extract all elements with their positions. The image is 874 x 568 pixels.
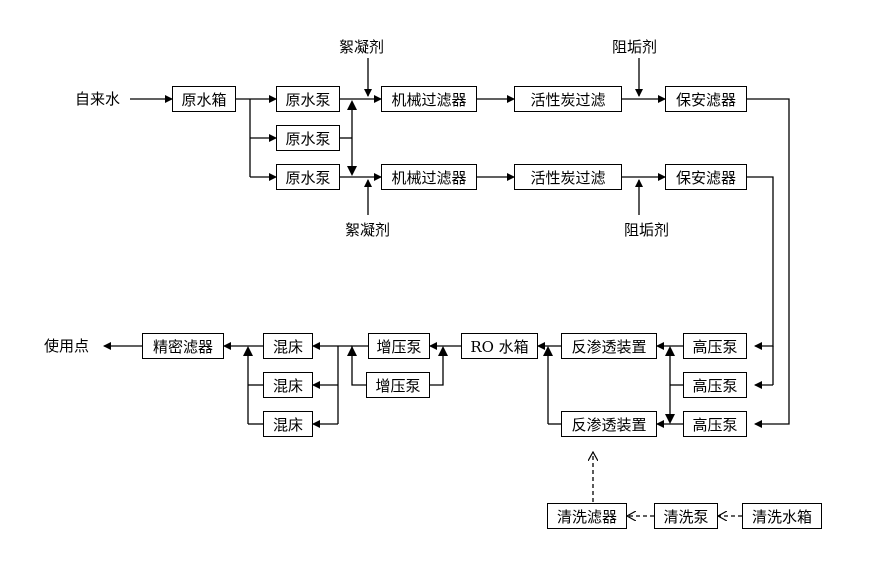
- security-filter-1-box: 保安滤器: [665, 86, 747, 112]
- precision-filter-box: 精密滤器: [142, 333, 224, 359]
- raw-water-pump-3-box: 原水泵: [276, 164, 340, 190]
- cleaning-water-tank-box: 清洗水箱: [742, 503, 822, 529]
- raw-water-pump-1-box: 原水泵: [276, 86, 340, 112]
- ro-water-tank-box: RO 水箱: [461, 333, 538, 359]
- carbon-filter-1-box: 活性炭过滤: [514, 86, 622, 112]
- flocculant-bottom-label: 絮凝剂: [345, 221, 391, 239]
- carbon-filter-2-box: 活性炭过滤: [514, 164, 622, 190]
- raw-water-pump-2-box: 原水泵: [276, 125, 340, 151]
- mixed-bed-1-box: 混床: [263, 333, 313, 359]
- raw-water-tank-box: 原水箱: [172, 86, 236, 112]
- cleaning-filter-box: 清洗滤器: [547, 503, 627, 529]
- booster-pump-2-box: 增压泵: [366, 372, 430, 398]
- high-pressure-pump-1-box: 高压泵: [683, 333, 747, 359]
- high-pressure-pump-2-box: 高压泵: [683, 372, 747, 398]
- use-point-label: 使用点: [44, 337, 90, 355]
- mechanical-filter-1-box: 机械过滤器: [381, 86, 477, 112]
- security-filter-2-box: 保安滤器: [665, 164, 747, 190]
- mixed-bed-3-box: 混床: [263, 411, 313, 437]
- booster-pump-1-box: 增压泵: [368, 333, 430, 359]
- flocculant-top-label: 絮凝剂: [339, 38, 385, 56]
- cleaning-pump-box: 清洗泵: [654, 503, 718, 529]
- tap-water-label: 自来水: [75, 90, 121, 108]
- scale-inhibitor-top-label: 阻垢剂: [612, 38, 658, 56]
- scale-inhibitor-bottom-label: 阻垢剂: [624, 221, 670, 239]
- reverse-osmosis-unit-2-box: 反渗透装置: [561, 411, 657, 437]
- reverse-osmosis-unit-1-box: 反渗透装置: [561, 333, 657, 359]
- mixed-bed-2-box: 混床: [263, 372, 313, 398]
- mechanical-filter-2-box: 机械过滤器: [381, 164, 477, 190]
- high-pressure-pump-3-box: 高压泵: [683, 411, 747, 437]
